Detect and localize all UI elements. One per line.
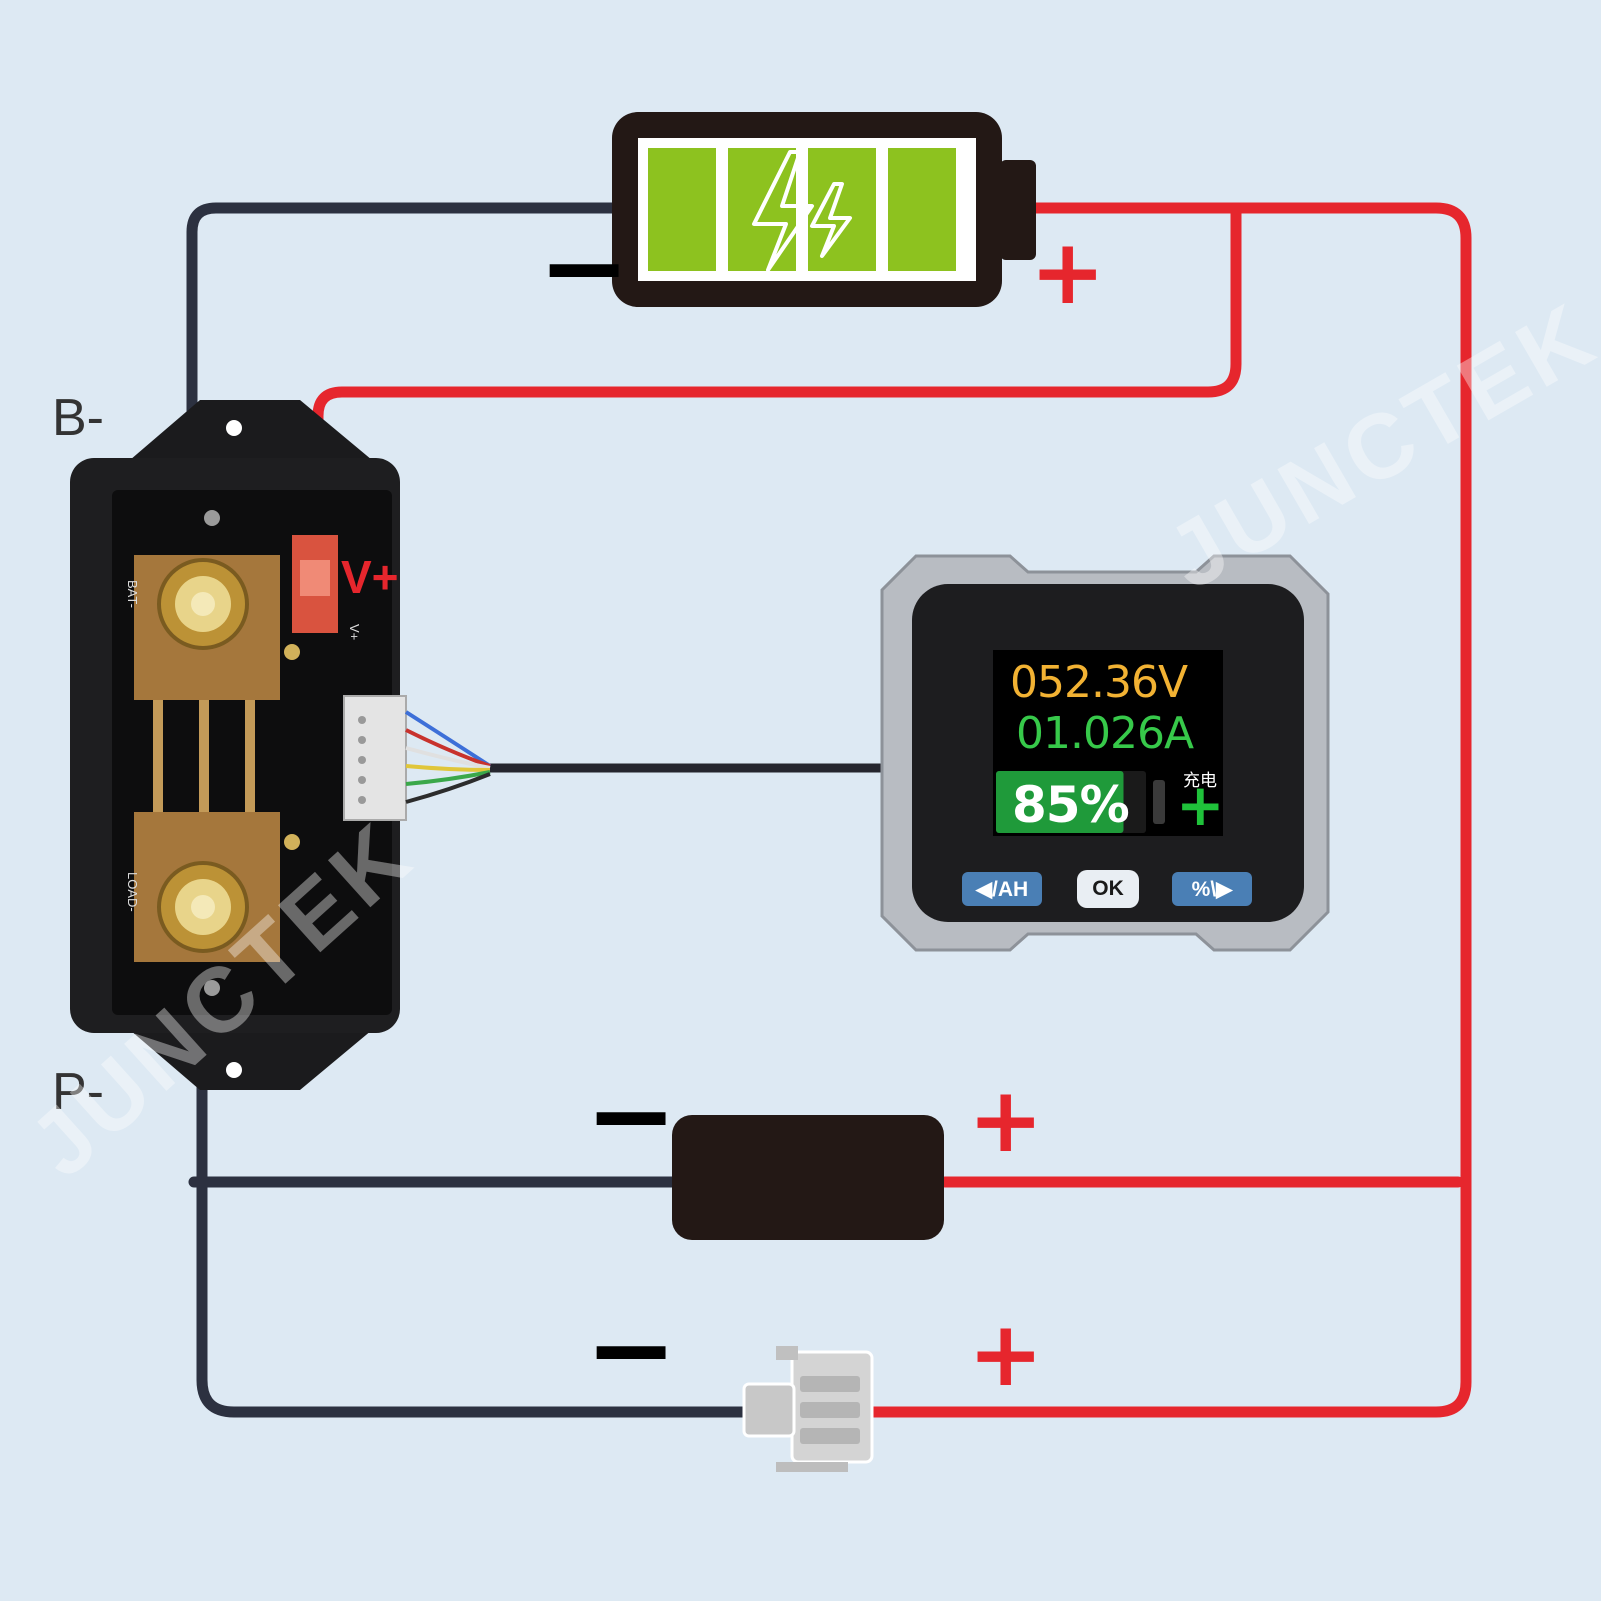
- shunt-label-vplus: V+: [347, 624, 362, 641]
- battery-negative-wire: [186, 202, 618, 596]
- battery-plus-sign: +: [1030, 220, 1106, 325]
- sense-wire: [312, 202, 1242, 556]
- load-minus-sign: −: [585, 1051, 678, 1179]
- shunt-module-icon: [70, 400, 492, 1090]
- load-negative-wire: [196, 914, 751, 1418]
- battery-icon: [612, 112, 1036, 307]
- soc-readout: 85%: [1012, 776, 1130, 834]
- battery-cell: [888, 148, 956, 271]
- shunt-mount-flange: [130, 400, 372, 460]
- terminal-label-b-minus: B-: [52, 389, 104, 447]
- battery-monitor-icon: [880, 554, 1330, 952]
- shunt-label-bat: BAT-: [125, 580, 140, 608]
- ah-left-button[interactable]: ◀/AH: [962, 872, 1042, 906]
- charger-minus-sign: −: [585, 1285, 678, 1413]
- ok-button[interactable]: OK: [1077, 870, 1139, 908]
- charging-plus-icon: +: [1176, 771, 1225, 839]
- load-device-icon: [672, 1115, 944, 1240]
- negative-wires: [186, 202, 887, 1418]
- load-plus-sign: +: [968, 1068, 1044, 1173]
- terminal-label-p-minus: P-: [52, 1063, 104, 1121]
- positive-wires: [312, 202, 1472, 1418]
- battery-cell: [648, 148, 716, 271]
- current-readout: 01.026A: [1016, 708, 1194, 759]
- battery-minus-sign: −: [538, 203, 631, 331]
- charger-plus-sign: +: [968, 1302, 1044, 1407]
- percent-right-button[interactable]: %\▶: [1172, 872, 1252, 906]
- lightning-bolt-icon: [752, 150, 852, 272]
- cable-connector: [343, 695, 407, 821]
- charging-status-label: 充电: [1183, 771, 1217, 791]
- charger-connector-icon: [742, 1346, 874, 1472]
- soc-bar-fill: [996, 771, 1124, 833]
- terminal-label-v-plus: V+: [341, 551, 399, 603]
- shunt-label-load: LOAD-: [125, 872, 140, 912]
- voltage-readout: 052.36V: [1010, 657, 1188, 708]
- battery-cell: [808, 148, 876, 271]
- battery-positive-wire: [864, 202, 1472, 1418]
